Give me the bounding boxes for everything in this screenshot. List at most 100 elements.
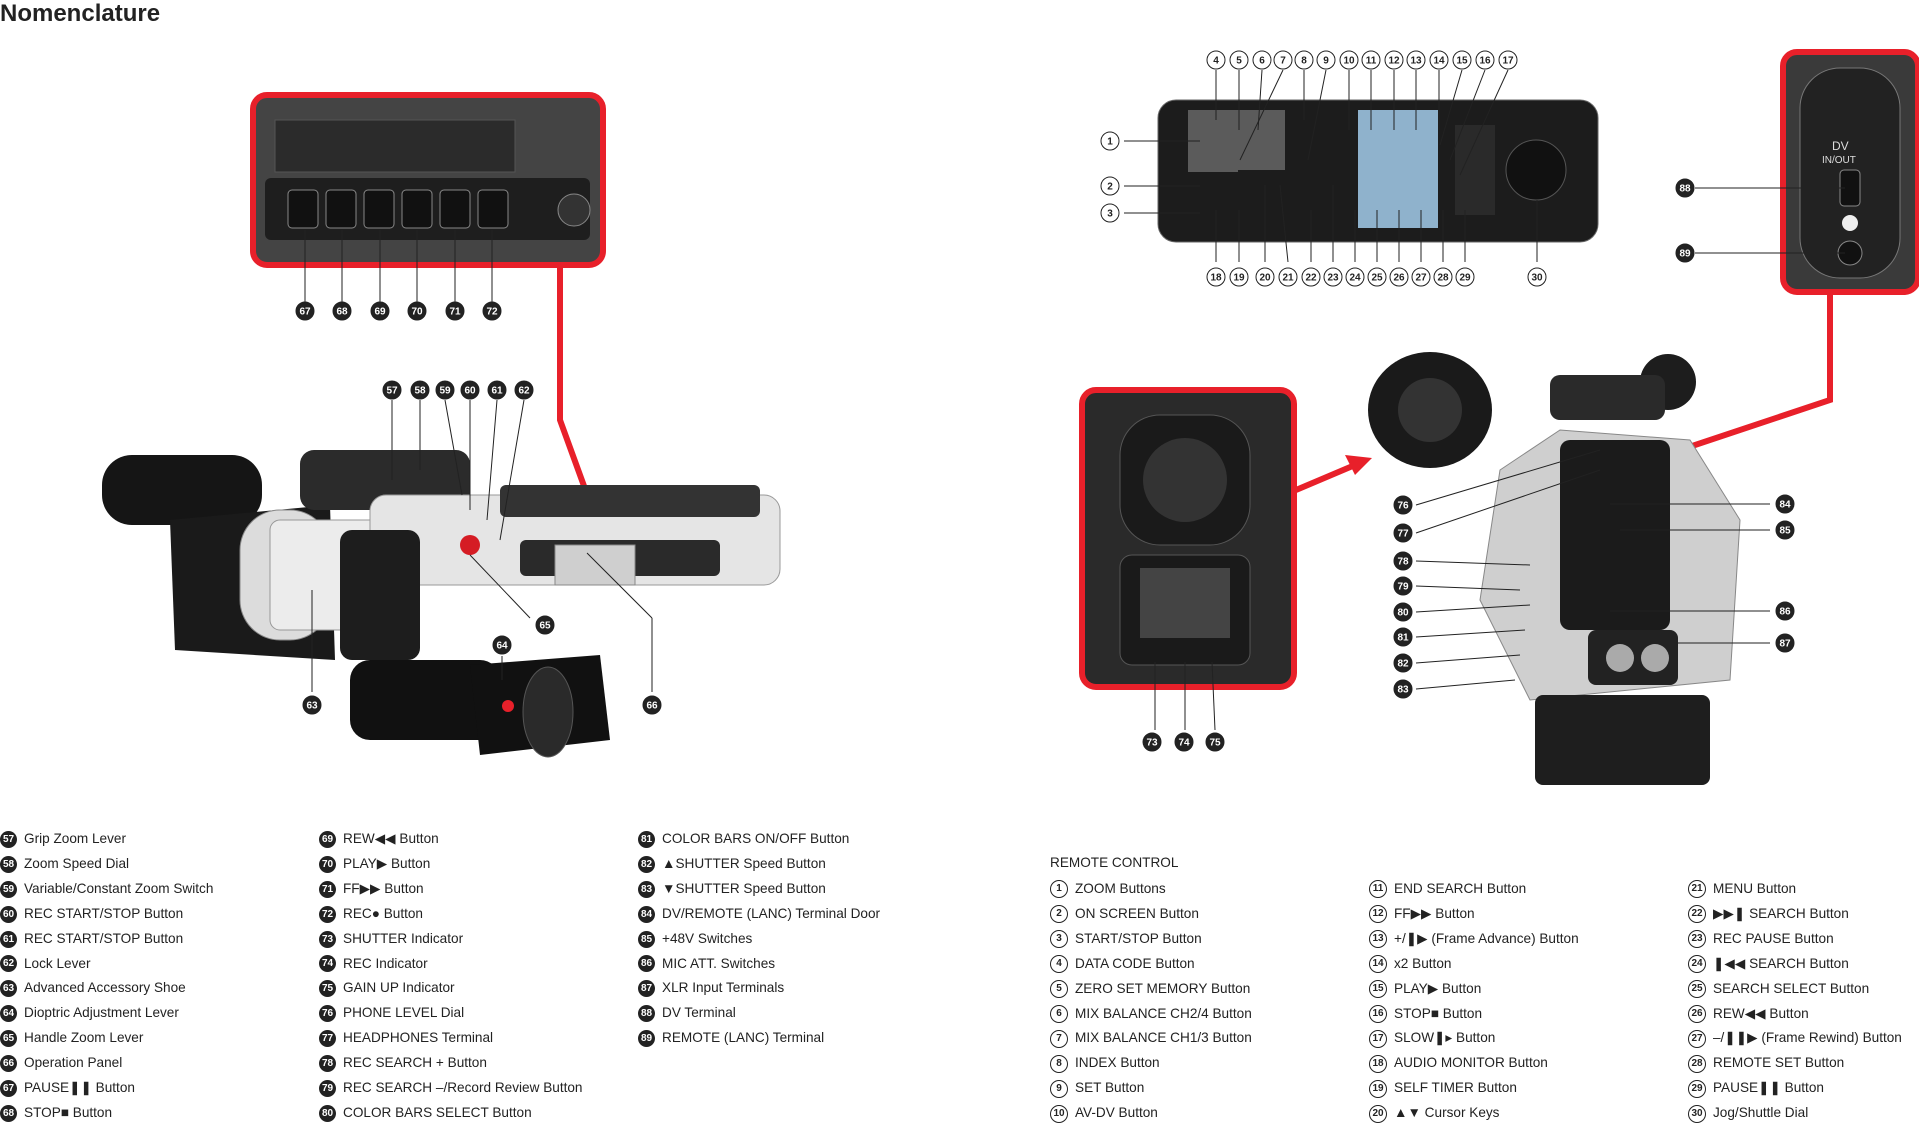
legend-number: 78 <box>319 1055 336 1073</box>
legend-number: 7 <box>1050 1029 1068 1048</box>
callout-number: 15 <box>1456 56 1468 67</box>
callout-number: 29 <box>1459 273 1471 284</box>
callout-number: 5 <box>1236 56 1242 67</box>
nomenclature-figures: DV IN/OUT <box>102 49 1919 785</box>
legend-item-27: 27–/❚❚▶ (Frame Rewind) Button <box>1688 1026 1902 1051</box>
callout-marker <box>1142 732 1162 752</box>
callout-marker <box>1205 732 1225 752</box>
legend-number: 21 <box>1688 880 1706 899</box>
callout-marker <box>1384 50 1404 70</box>
callout-number: 21 <box>1282 273 1294 284</box>
legend-number: 61 <box>0 930 17 948</box>
legend-text: REC START/STOP Button <box>24 930 184 946</box>
page-title: Nomenclature <box>0 0 161 27</box>
legend-number: 79 <box>319 1080 336 1098</box>
callout-marker <box>407 301 427 321</box>
callout-number: 69 <box>374 307 386 318</box>
callout-marker <box>460 380 480 400</box>
legend-number: 85 <box>638 930 655 948</box>
legend-number: 77 <box>319 1030 336 1048</box>
callout-marker <box>1229 50 1249 70</box>
callout-marker <box>1229 267 1249 287</box>
callout-number: 10 <box>1343 56 1355 67</box>
callout-marker <box>1100 203 1120 223</box>
callout-marker <box>1411 267 1431 287</box>
callout-marker <box>487 380 507 400</box>
callout-number: 1 <box>1107 137 1113 148</box>
legend-item-85: 85+48V Switches <box>638 927 880 952</box>
callout-marker <box>1393 679 1413 699</box>
callout-number: 66 <box>646 701 658 712</box>
legend-text: ▲SHUTTER Speed Button <box>662 855 826 871</box>
callout-number: 73 <box>1146 738 1158 749</box>
legend-number: 29 <box>1688 1079 1706 1098</box>
callout-number: 75 <box>1209 738 1221 749</box>
legend-number: 66 <box>0 1055 17 1073</box>
callout-number: 8 <box>1301 56 1307 67</box>
legend-text: PAUSE❚❚ Button <box>1713 1080 1824 1096</box>
callout-marker <box>1775 601 1795 621</box>
callout-marker <box>1294 50 1314 70</box>
legend-item-77: 77 HEADPHONES Terminal <box>319 1026 583 1051</box>
operation-panel-inset <box>250 92 606 268</box>
callout-marker <box>482 301 502 321</box>
legend-number: 81 <box>638 830 655 848</box>
callout-marker <box>1367 267 1387 287</box>
legend-item-24: 24❚◀◀ SEARCH Button <box>1688 952 1902 977</box>
callout-number: 85 <box>1779 526 1791 537</box>
legend-text: FF▶▶ Button <box>1394 905 1475 921</box>
callout-number: 78 <box>1397 557 1409 568</box>
legend-number: 80 <box>319 1104 336 1122</box>
legend-text: HEADPHONES Terminal <box>343 1030 494 1046</box>
legend-text: COLOR BARS ON/OFF Button <box>662 831 850 846</box>
callout-number: 4 <box>1213 56 1219 67</box>
legend-text: XLR Input Terminals <box>662 980 785 996</box>
legend-number: 17 <box>1369 1029 1387 1048</box>
legend-number: 62 <box>0 955 17 973</box>
callout-number: 14 <box>1433 56 1445 67</box>
callout-number: 64 <box>496 641 508 652</box>
legend-number: 14 <box>1369 955 1387 974</box>
legend-text: START/STOP Button <box>1075 930 1202 946</box>
callout-marker <box>332 301 352 321</box>
callout-marker <box>1775 494 1795 514</box>
legend-item-81: 81 COLOR BARS ON/OFF Button <box>638 827 880 852</box>
legend-text: REC Indicator <box>343 955 428 971</box>
legend-text: ZERO SET MEMORY Button <box>1075 980 1251 996</box>
legend-text: END SEARCH Button <box>1394 881 1527 896</box>
callout-number: 28 <box>1437 273 1449 284</box>
legend-text: REW◀◀ Button <box>343 831 439 846</box>
legend-number: 70 <box>319 855 336 873</box>
legend-text: ▲▼ Cursor Keys <box>1394 1105 1500 1121</box>
legend-item-13: 13+/❚▶ (Frame Advance) Button <box>1369 927 1579 952</box>
callout-number: 23 <box>1327 273 1339 284</box>
legend-number: 68 <box>0 1104 17 1122</box>
callout-marker <box>1252 50 1272 70</box>
legend-item-83: 83▼SHUTTER Speed Button <box>638 877 880 902</box>
callout-number: 83 <box>1397 685 1409 696</box>
legend-text: ZOOM Buttons <box>1075 881 1166 896</box>
remote-control-image <box>1157 99 1599 243</box>
legend-number: 87 <box>638 980 655 998</box>
